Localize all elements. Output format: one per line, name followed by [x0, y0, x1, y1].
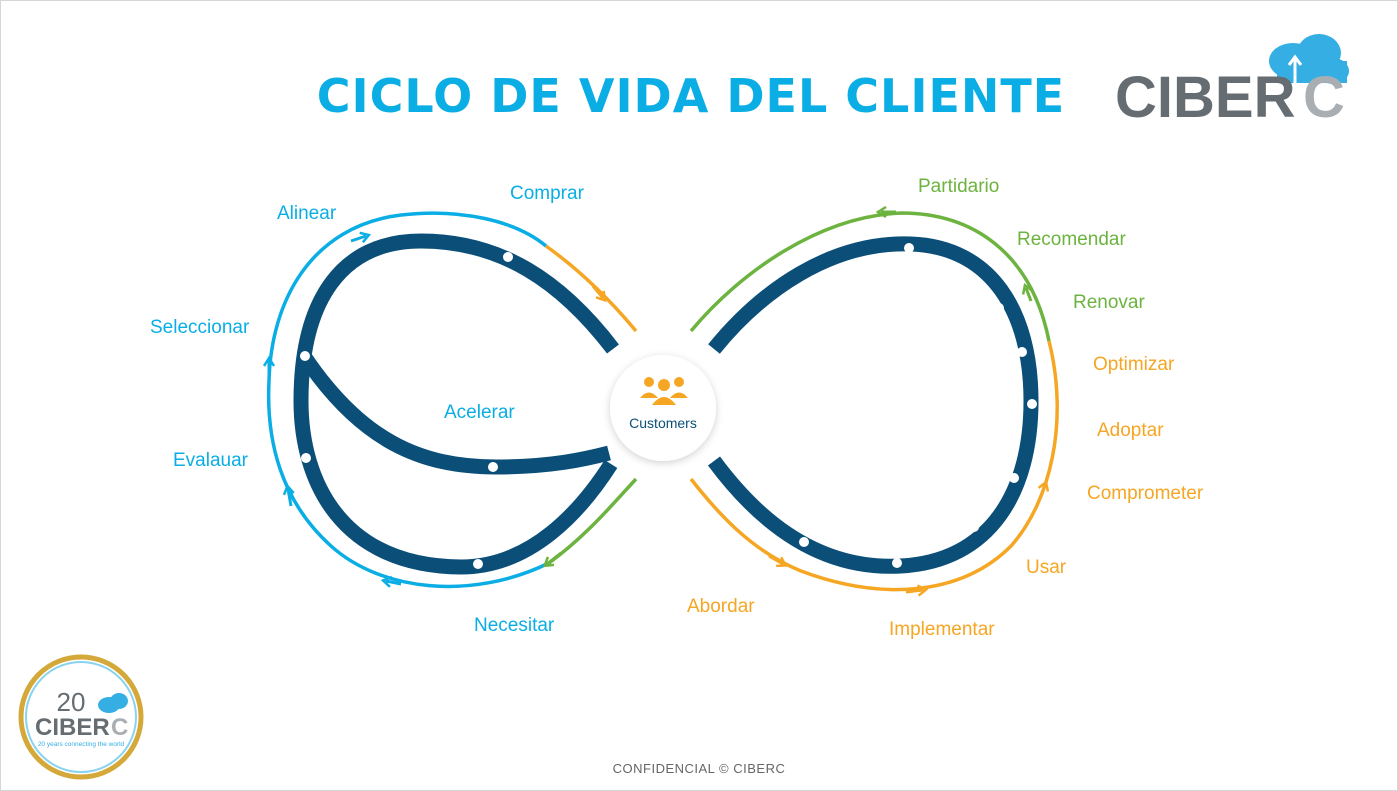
arrow-icon: [768, 554, 783, 564]
badge-tagline: 20 years connecting the world: [38, 741, 125, 748]
right-inner-path: [707, 236, 1039, 574]
label-necesitar: Necesitar: [474, 615, 555, 636]
stage-dot: [1027, 399, 1037, 409]
anniversary-badge: 20 CIBER C 20 years connecting the world: [18, 654, 144, 780]
stage-dot: [301, 453, 311, 463]
stage-dot: [473, 559, 483, 569]
page-title: CICLO DE VIDA DEL CLIENTE: [316, 69, 1066, 123]
label-comprometer: Comprometer: [1087, 483, 1204, 504]
label-renovar: Renovar: [1073, 292, 1145, 313]
footer-confidential: CONFIDENCIAL © CIBERC: [612, 761, 786, 776]
label-alinear: Alinear: [277, 203, 337, 224]
badge-ring: [18, 654, 144, 780]
arrow-icon: [288, 489, 291, 507]
stage-dot: [1009, 473, 1019, 483]
arrow-icon: [591, 285, 603, 298]
left-outer-loop: [266, 211, 638, 589]
badge-number: 20: [57, 687, 86, 717]
left-outer-top-path: [267, 211, 548, 382]
label-implementar: Implementar: [889, 619, 995, 640]
customers-circle: [610, 355, 716, 461]
arrow-icon: [386, 581, 402, 584]
left-outer-bottom-path: [266, 380, 550, 589]
stage-dot: [969, 522, 979, 532]
right-outer-loop: [689, 211, 1059, 592]
label-abordar: Abordar: [687, 596, 755, 617]
customers-label: Customers: [629, 415, 697, 431]
label-acelerar: Acelerar: [444, 402, 515, 423]
arrow-icon: [1037, 485, 1045, 502]
badge-inner-ring: [25, 661, 137, 773]
label-usar: Usar: [1026, 557, 1067, 578]
right-outer-orange-path: [689, 340, 1059, 592]
stage-dot: [300, 351, 310, 361]
arrow-icon: [547, 551, 562, 564]
stage-dot: [368, 263, 378, 273]
stage-dot: [904, 243, 914, 253]
label-evaluar: Evalauar: [173, 450, 249, 471]
stage-dot: [488, 462, 498, 472]
right-outer-green-path: [689, 211, 1051, 342]
accelerate-path: [297, 351, 611, 475]
label-seleccionar: Seleccionar: [150, 317, 250, 338]
left-labels: Comprar Alinear Seleccionar Acelerar Eva…: [150, 183, 585, 636]
arrow-icon: [905, 590, 923, 592]
logo-accent: C: [1303, 65, 1345, 130]
stage-dot: [957, 267, 967, 277]
label-recomendar: Recomendar: [1017, 229, 1126, 250]
badge-text: CIBER: [35, 714, 110, 741]
customers-node: Customers: [610, 355, 716, 461]
cloud-icon: [1269, 34, 1349, 84]
stage-dot: [799, 537, 809, 547]
people-group-icon: [640, 377, 688, 405]
right-labels: Partidario Recomendar Renovar Optimizar …: [687, 176, 1204, 640]
left-inner-path: [293, 233, 619, 575]
label-optimizar: Optimizar: [1093, 354, 1175, 375]
stage-dot: [892, 558, 902, 568]
right-inner-loop: [707, 236, 1039, 574]
logo-text: CIBER: [1115, 65, 1295, 130]
label-adoptar: Adoptar: [1097, 420, 1164, 441]
cloud-icon: [98, 693, 128, 713]
stage-dot: [994, 303, 1004, 313]
stage-dot: [503, 252, 513, 262]
label-comprar: Comprar: [510, 183, 585, 204]
stage-dot: [1017, 347, 1027, 357]
arrow-icon: [350, 236, 366, 241]
left-inner-loop: [293, 233, 619, 575]
badge-accent: C: [111, 714, 128, 741]
ciberc-logo: CIBER C: [1115, 34, 1349, 130]
arrow-icon: [1026, 288, 1031, 302]
label-partidario: Partidario: [918, 176, 999, 197]
